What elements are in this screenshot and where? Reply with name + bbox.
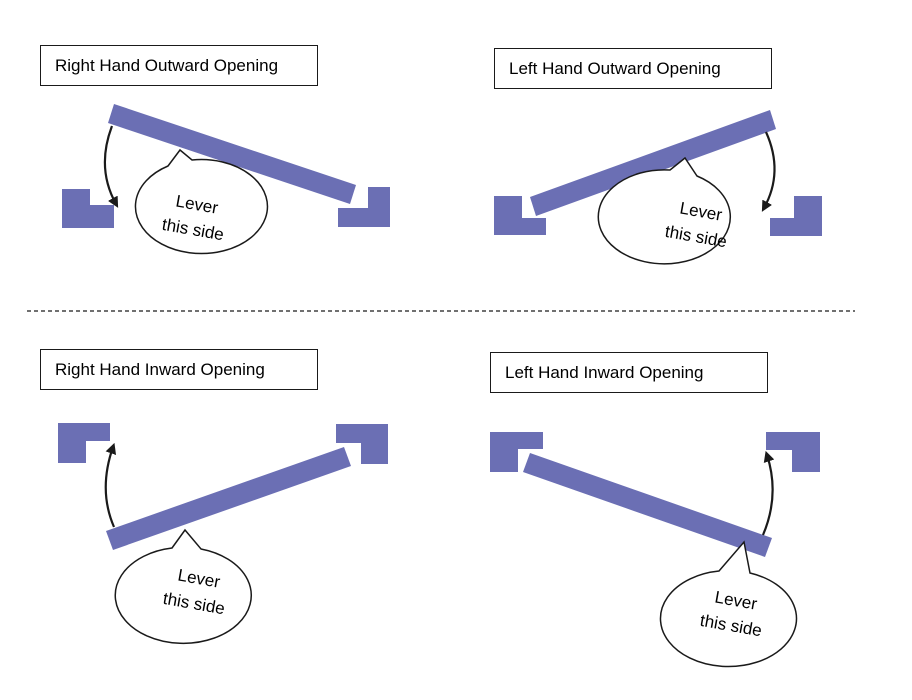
door-frame-left <box>494 196 546 235</box>
panel-title-right-hand-outward: Right Hand Outward Opening <box>40 45 318 86</box>
lever-callout: Lever this side <box>659 540 798 668</box>
door-frame-right <box>770 196 822 236</box>
lever-callout: Lever this side <box>114 528 253 645</box>
swing-arrow <box>761 450 775 536</box>
lever-callout: Lever this side <box>134 148 269 255</box>
door-frame-right <box>338 187 390 227</box>
door-leaf <box>108 104 356 204</box>
panel-left-hand-inward: Lever this side <box>490 432 820 668</box>
panel-right-hand-outward: Lever this side <box>62 104 390 255</box>
panel-title-left-hand-inward: Left Hand Inward Opening <box>490 352 768 393</box>
panel-title-right-hand-inward: Right Hand Inward Opening <box>40 349 318 390</box>
door-leaf <box>106 447 351 550</box>
swing-arrow <box>104 442 117 528</box>
callout-bubble <box>659 540 798 668</box>
door-leaf <box>530 110 776 216</box>
callout-bubble <box>134 148 269 255</box>
callout-bubble <box>114 528 253 645</box>
swing-arrow <box>103 125 119 208</box>
door-frame-right <box>766 432 820 472</box>
swing-arrow <box>761 131 776 212</box>
door-frame-left <box>62 189 114 228</box>
door-frame-left <box>490 432 543 472</box>
door-frame-left <box>58 423 110 463</box>
lever-callout: Lever this side <box>597 156 731 265</box>
panel-left-hand-outward: Lever this side <box>494 110 822 265</box>
panel-right-hand-inward: Lever this side <box>58 423 388 645</box>
callout-bubble <box>597 156 731 265</box>
door-leaf <box>523 453 772 557</box>
panel-title-left-hand-outward: Left Hand Outward Opening <box>494 48 772 89</box>
door-frame-right <box>336 424 388 464</box>
